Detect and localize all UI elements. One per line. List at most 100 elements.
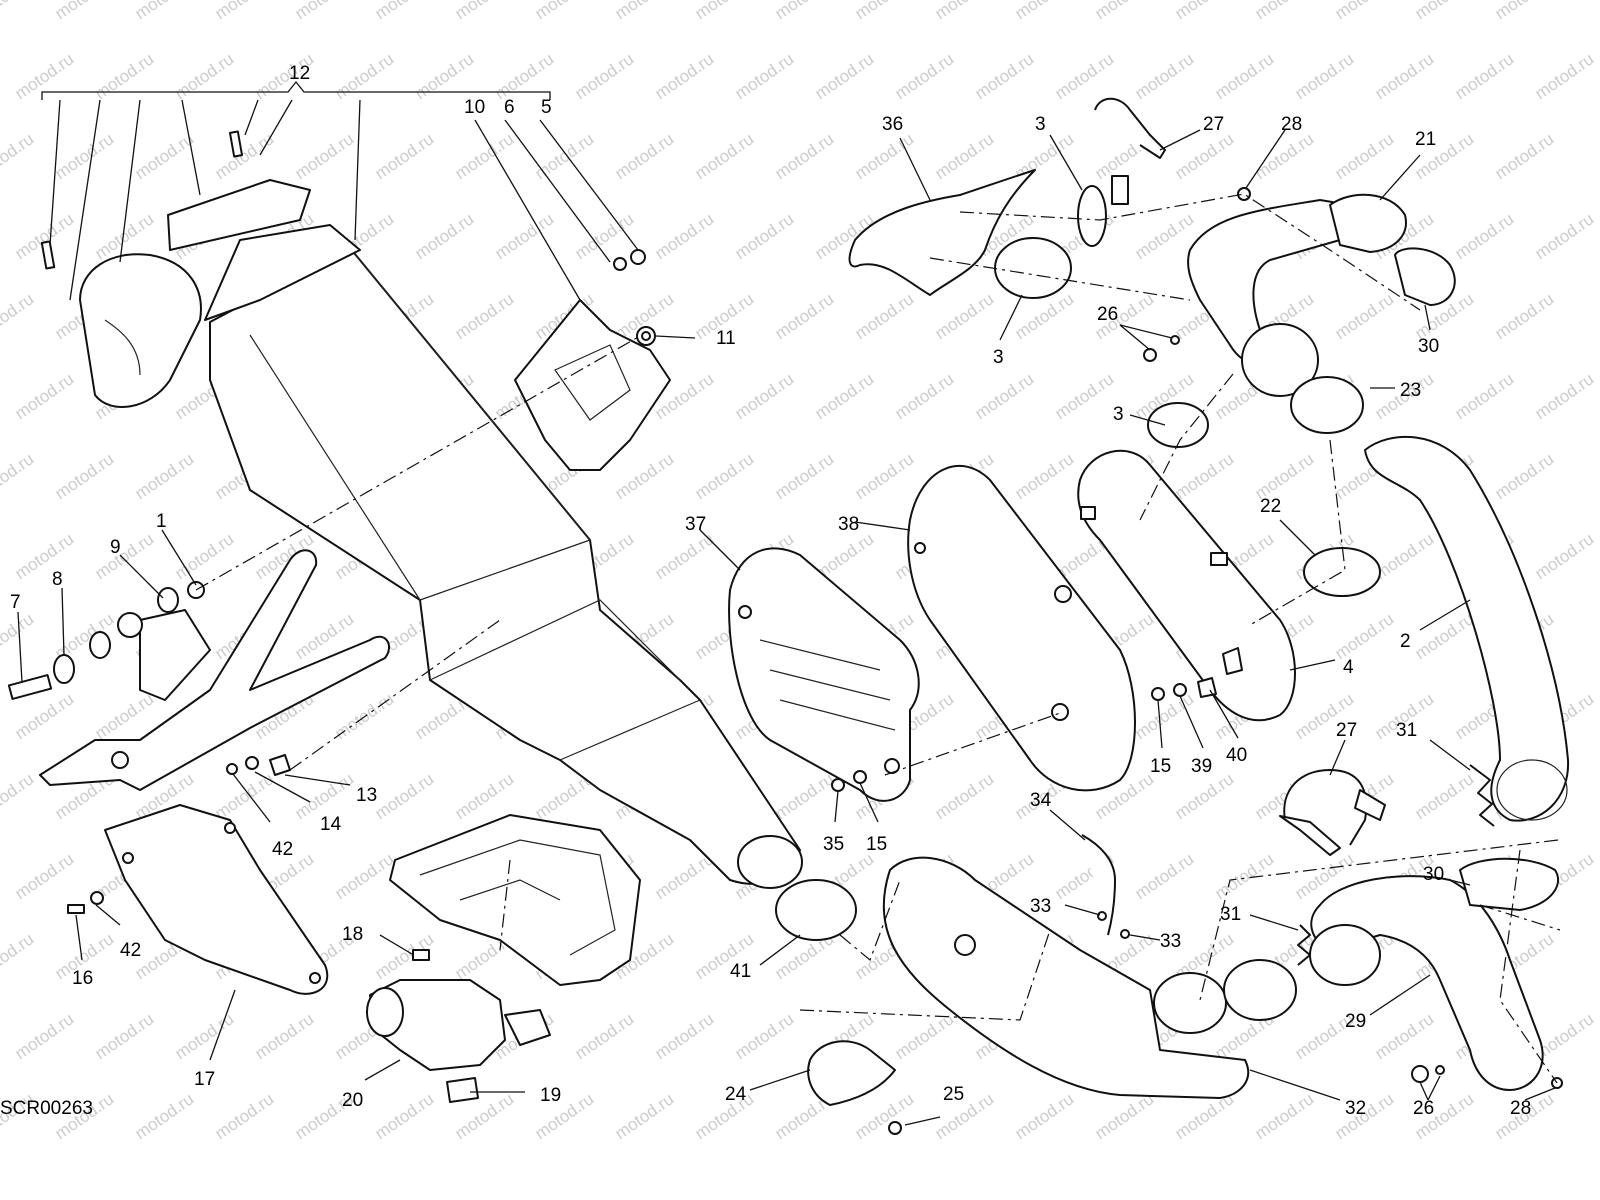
leader-lines	[17, 80, 1556, 1126]
watermark-text: motod.ru	[171, 1009, 237, 1063]
watermark-text: motod.ru	[11, 849, 77, 903]
watermark-text: motod.ru	[11, 1009, 77, 1063]
watermark-text: motod.ru	[491, 209, 557, 263]
callout-31-upper: 31	[1396, 720, 1417, 741]
watermark-text: motod.ru	[1331, 289, 1397, 343]
lambda-sensor-27-lower	[1283, 769, 1368, 846]
watermark-text: motod.ru	[1531, 369, 1597, 423]
watermark-text: motod.ru	[91, 1009, 157, 1063]
watermark-text: motod.ru	[91, 49, 157, 103]
watermark-text: motod.ru	[371, 0, 437, 23]
hanger-bracket	[7, 549, 390, 791]
watermark-text: motod.ru	[451, 0, 517, 23]
callout-41: 41	[730, 961, 751, 982]
watermark-text: motod.ru	[1491, 0, 1557, 23]
watermark-text: motod.ru	[1331, 129, 1397, 183]
header-pipe-29	[1310, 875, 1544, 1091]
watermark-text: motod.ru	[411, 49, 477, 103]
callout-5: 5	[541, 97, 552, 118]
callout-9: 9	[110, 537, 121, 558]
gasket-30-lower	[1459, 857, 1560, 911]
callout-24: 24	[725, 1084, 747, 1105]
watermark-text: motod.ru	[1131, 689, 1197, 743]
callout-10: 10	[464, 97, 485, 118]
watermark-text: motod.ru	[411, 209, 477, 263]
watermark-text: motod.ru	[0, 129, 37, 183]
callout-33-left: 33	[1030, 896, 1051, 917]
watermark-text: motod.ru	[931, 129, 997, 183]
watermark-text: motod.ru	[1371, 49, 1437, 103]
muffler-assembly	[79, 179, 803, 889]
watermark-text: motod.ru	[651, 209, 717, 263]
watermark-text: motod.ru	[971, 49, 1037, 103]
watermark-text: motod.ru	[51, 449, 117, 503]
watermark-text: motod.ru	[611, 0, 677, 23]
spring-31-lower	[1297, 924, 1311, 966]
watermark-text: motod.ru	[1011, 1089, 1077, 1143]
watermark-text: motod.ru	[371, 129, 437, 183]
watermark-text: motod.ru	[1451, 209, 1517, 263]
callout-36: 36	[882, 114, 903, 135]
watermark-text: motod.ru	[0, 929, 37, 983]
callout-1: 1	[156, 511, 167, 532]
callout-25: 25	[943, 1084, 964, 1105]
watermark-text: motod.ru	[1011, 0, 1077, 23]
watermark-text: motod.ru	[1051, 49, 1117, 103]
watermark-text: motod.ru	[331, 849, 397, 903]
callout-42-lower: 42	[120, 940, 141, 961]
watermark-text: motod.ru	[851, 129, 917, 183]
watermark-text: motod.ru	[651, 1009, 717, 1063]
watermark-text: motod.ru	[131, 0, 197, 23]
watermark-text: motod.ru	[451, 289, 517, 343]
callout-29: 29	[1345, 1011, 1366, 1032]
watermark-text: motod.ru	[851, 0, 917, 23]
callout-3-left: 3	[993, 347, 1004, 368]
watermark-text: motod.ru	[1171, 449, 1237, 503]
watermark-text: motod.ru	[371, 1089, 437, 1143]
callout-26-top: 26	[1097, 304, 1118, 325]
callout-34: 34	[1030, 790, 1052, 811]
watermark-text: motod.ru	[691, 449, 757, 503]
watermark-text: motod.ru	[0, 449, 37, 503]
clamp-23	[1290, 376, 1364, 434]
callout-8: 8	[52, 569, 63, 590]
callout-2: 2	[1400, 631, 1411, 652]
callout-37: 37	[685, 514, 706, 535]
callout-35: 35	[823, 834, 844, 855]
watermark-text: motod.ru	[251, 1009, 317, 1063]
watermark-text: motod.ru	[1011, 449, 1077, 503]
watermark-text: motod.ru	[731, 1009, 797, 1063]
watermark-text: motod.ru	[531, 0, 597, 23]
gasket-30-top	[1394, 247, 1456, 306]
watermark-text: motod.ru	[1411, 769, 1477, 823]
watermark-text: motod.ru	[771, 449, 837, 503]
watermark-text: motod.ru	[731, 49, 797, 103]
callout-7: 7	[10, 592, 21, 613]
watermark-text: motod.ru	[131, 1089, 197, 1143]
watermark-text: motod.ru	[331, 49, 397, 103]
watermark-text: motod.ru	[211, 0, 277, 23]
watermark-text: motod.ru	[611, 129, 677, 183]
callout-40: 40	[1226, 745, 1247, 766]
clamp-22	[1303, 547, 1381, 597]
callout-31-lower: 31	[1220, 904, 1241, 925]
watermark-text: motod.ru	[731, 209, 797, 263]
watermark-text: motod.ru	[1491, 129, 1557, 183]
watermark-text: motod.ru	[171, 49, 237, 103]
watermark-text: motod.ru	[891, 49, 957, 103]
watermark-text: motod.ru	[1531, 209, 1597, 263]
watermark-text: motod.ru	[771, 769, 837, 823]
watermark-text: motod.ru	[1211, 49, 1277, 103]
muffler-end-cap	[204, 224, 361, 321]
watermark-text: motod.ru	[1371, 1009, 1437, 1063]
watermark-text: motod.ru	[1131, 849, 1197, 903]
watermark-text: motod.ru	[691, 0, 757, 23]
watermark-text: motod.ru	[571, 1009, 637, 1063]
clamp-3-top	[994, 237, 1072, 299]
watermark-text: motod.ru	[851, 289, 917, 343]
callout-12: 12	[289, 63, 310, 84]
callout-11: 11	[716, 328, 736, 349]
callout-3-mid: 3	[1113, 404, 1124, 425]
watermark-text: motod.ru	[1531, 529, 1597, 583]
